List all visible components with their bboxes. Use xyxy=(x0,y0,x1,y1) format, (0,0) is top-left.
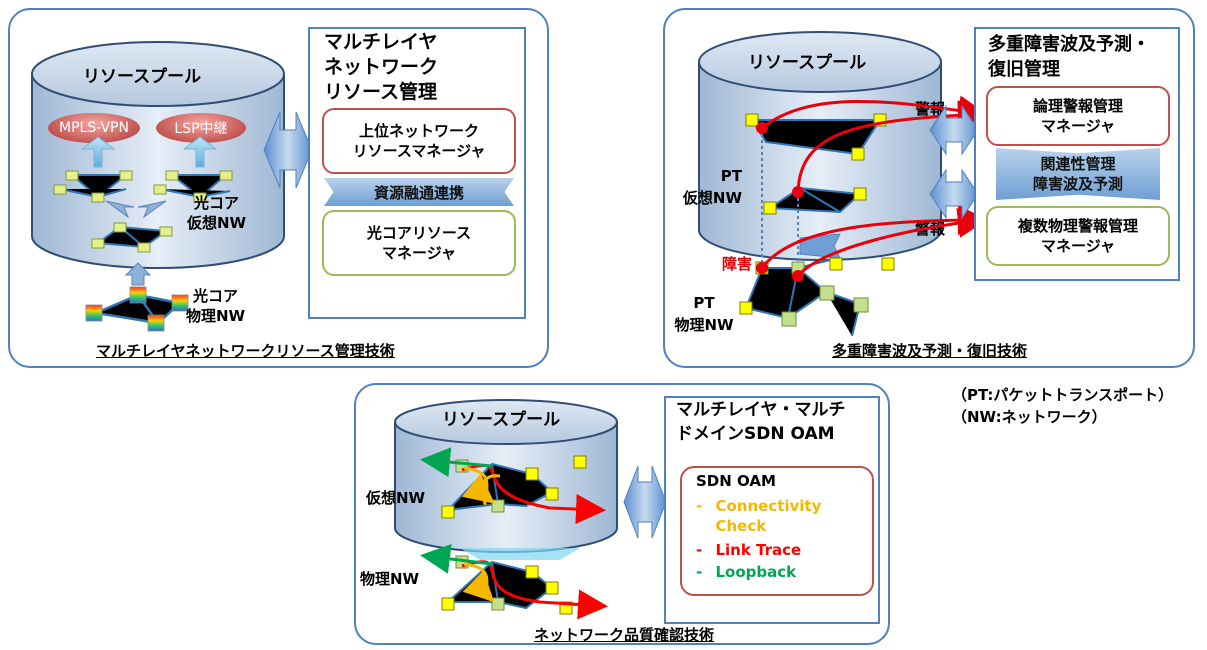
panel3-network-graphics xyxy=(420,447,608,620)
failure-management-title: 多重障害波及予測・ 復旧管理 xyxy=(988,34,1150,80)
correlation-band: 関連性管理 障害波及予測 xyxy=(996,148,1160,200)
sdn-oam-title: マルチレイヤ・マルチ ドメインSDN OAM xyxy=(676,400,846,444)
oam-item-label: Link Trace xyxy=(715,541,802,559)
oam-item-dash: - xyxy=(696,541,703,559)
oam-item-loopback: - Loopback xyxy=(696,562,796,582)
panel3-bidirectional-arrow xyxy=(623,465,667,539)
panel1-caption: マルチレイヤネットワークリソース管理技術 xyxy=(96,342,395,360)
upper-network-resource-manager: 上位ネットワーク リソースマネージャ xyxy=(322,108,516,174)
resource-sharing-band: 資源融通連携 xyxy=(324,178,514,206)
virtual-nw-label: 仮想NW xyxy=(366,489,426,507)
multilayer-resource-title: マルチレイヤ ネットワーク リソース管理 xyxy=(324,31,439,103)
panel2-caption: 多重障害波及予測・復旧技術 xyxy=(832,342,1028,360)
resource-pool-label: リソースプール xyxy=(748,53,867,73)
resource-pool-label: リソースプール xyxy=(442,410,561,430)
pt-virtual-nw-label: PT 仮想NW xyxy=(682,167,742,207)
oam-item-link-trace: - Link Trace xyxy=(696,540,801,560)
sdn-oam-functions-box xyxy=(680,466,874,596)
abbreviation-legend: （PT:パケットトランスポート） （NW:ネットワーク） xyxy=(952,386,1174,426)
resource-pool-cylinder xyxy=(698,31,942,261)
panel2-bidirectional-arrows xyxy=(929,104,979,220)
panel2-network-graphics xyxy=(739,95,988,337)
logical-alarm-manager: 論理警報管理 マネージャ xyxy=(986,86,1170,146)
oam-item-label: Connectivity Check xyxy=(715,497,822,535)
optical-core-resource-manager: 光コアリソース マネージャ xyxy=(322,210,516,276)
sdn-oam-heading: SDN OAM xyxy=(696,472,776,490)
sdn-oam-box xyxy=(664,396,880,624)
panel1-bidirectional-arrow xyxy=(263,111,313,189)
oam-item-connectivity-check: - Connectivity Check xyxy=(696,496,821,536)
oam-item-label: Loopback xyxy=(715,563,797,581)
core-virtual-nw-label: 光コア 仮想NW xyxy=(187,194,247,232)
panel1-network-graphics xyxy=(53,136,233,332)
panel3-caption: ネットワーク品質確認技術 xyxy=(534,626,715,644)
core-physical-nw-label: 光コア 物理NW xyxy=(186,287,246,325)
pt-physical-nw-label: PT 物理NW xyxy=(674,294,734,334)
physical-alarm-manager: 複数物理警報管理 マネージャ xyxy=(986,206,1170,266)
resource-pool-label: リソースプール xyxy=(83,67,202,87)
oam-item-dash: - xyxy=(696,563,703,581)
oam-item-dash: - xyxy=(696,497,703,515)
physical-nw-label: 物理NW xyxy=(360,570,420,588)
fault-label: 障害 xyxy=(722,255,753,273)
mpls-vpn-service: MPLS-VPN xyxy=(48,113,140,143)
